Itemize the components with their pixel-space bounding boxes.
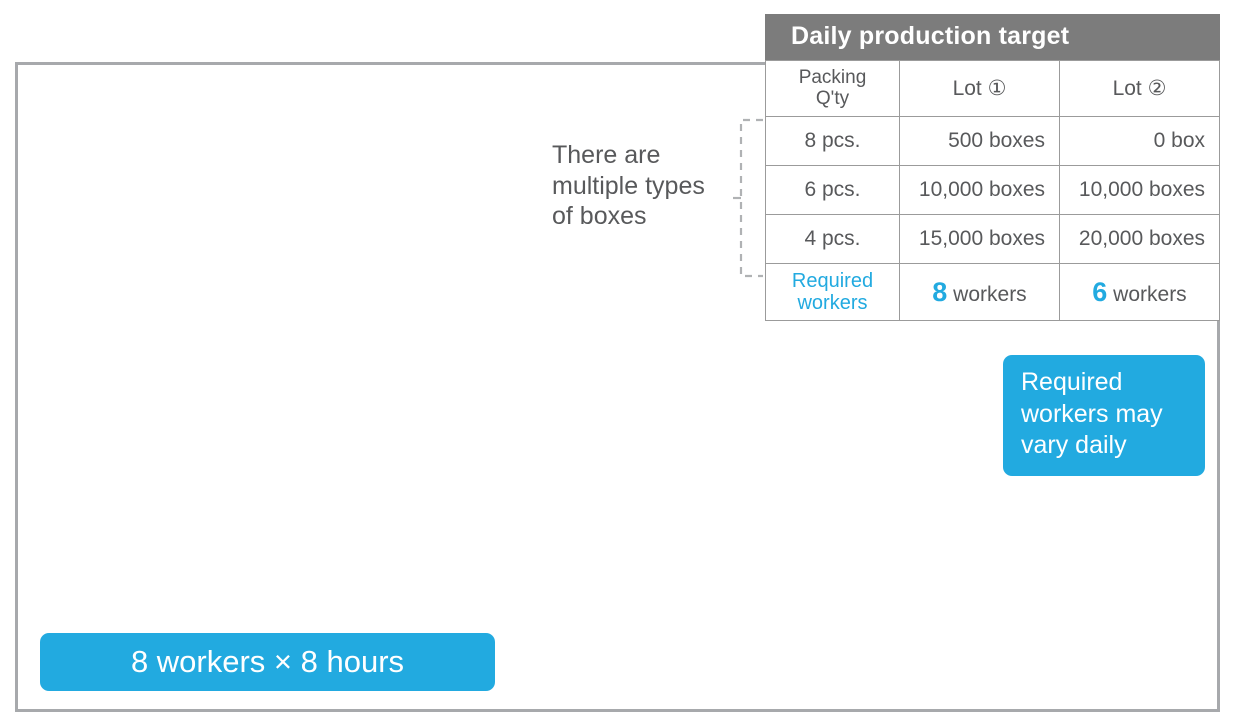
required-workers-lot2: 6 workers [1059, 263, 1220, 321]
row-lot1-value: 500 boxes [899, 116, 1060, 166]
row-lot1-value: 15,000 boxes [899, 214, 1060, 264]
dashed-bracket [733, 118, 767, 278]
header-packing-line1: Packing [798, 66, 867, 88]
table-title: Daily production target [765, 14, 1220, 60]
row-lot1-value: 10,000 boxes [899, 165, 1060, 215]
table-row: 8 pcs. 500 boxes 0 box [765, 116, 1220, 166]
row-lot2-value: 0 box [1059, 116, 1220, 166]
required-workers-vary-badge: Required workers may vary daily [1003, 355, 1205, 476]
header-lot-2: Lot ② [1059, 60, 1220, 117]
required-lot1-unit: workers [953, 282, 1027, 306]
row-lot2-value: 10,000 boxes [1059, 165, 1220, 215]
badge-line-3: vary daily [1021, 431, 1127, 459]
table-row: 4 pcs. 15,000 boxes 20,000 boxes [765, 214, 1220, 264]
row-label: 8 pcs. [765, 116, 900, 166]
header-packing-line2: Q'ty [815, 87, 850, 109]
row-label: 6 pcs. [765, 165, 900, 215]
required-label-line1: Required [791, 270, 874, 292]
note-line-1: There are [552, 141, 661, 169]
multiple-box-types-note: There are multiple types of boxes [552, 140, 732, 232]
required-lot1-number: 8 [932, 276, 948, 307]
row-lot2-value: 20,000 boxes [1059, 214, 1220, 264]
table-row: 6 pcs. 10,000 boxes 10,000 boxes [765, 165, 1220, 215]
note-line-3: of boxes [552, 202, 647, 230]
required-workers-row: Required workers 8 workers 6 workers [765, 263, 1220, 321]
workers-hours-badge: 8 workers × 8 hours [40, 633, 495, 691]
required-lot2-unit: workers [1113, 282, 1187, 306]
required-lot2-number: 6 [1092, 276, 1108, 307]
required-label-line2: workers [797, 292, 868, 314]
required-workers-label: Required workers [765, 263, 900, 321]
note-line-2: multiple types [552, 171, 705, 200]
daily-production-target-table: Daily production target Packing Q'ty Lot… [765, 14, 1220, 321]
header-lot-1: Lot ① [899, 60, 1060, 117]
badge-line-2: workers may [1021, 399, 1163, 428]
badge-line-1: Required [1021, 368, 1123, 396]
row-label: 4 pcs. [765, 214, 900, 264]
table-header-row: Packing Q'ty Lot ① Lot ② [765, 60, 1220, 117]
header-packing-qty: Packing Q'ty [765, 60, 900, 117]
required-workers-lot1: 8 workers [899, 263, 1060, 321]
